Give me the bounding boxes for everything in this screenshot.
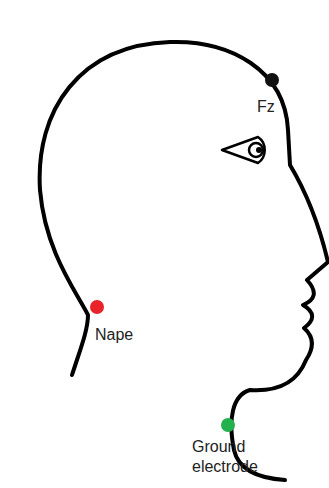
electrode-label: Nape <box>95 325 155 345</box>
electrode-label: Ground electrode <box>192 437 270 477</box>
electrode-dot <box>90 300 104 314</box>
electrode-label: Fz <box>257 97 297 117</box>
eye-pupil <box>256 147 262 153</box>
eye-iris <box>249 143 263 157</box>
head-outline <box>40 42 328 480</box>
eye-outline <box>222 137 265 163</box>
electrode-dot <box>265 73 279 87</box>
electrode-dot <box>221 418 235 432</box>
